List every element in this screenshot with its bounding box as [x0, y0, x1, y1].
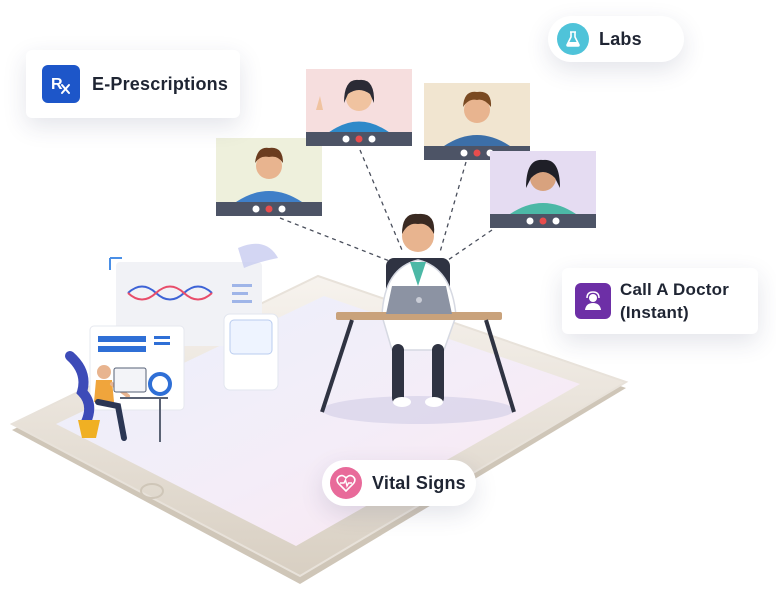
labs-card[interactable]: Labs [548, 16, 684, 62]
vital-signs-card[interactable]: Vital Signs [322, 460, 476, 506]
connection-lines [279, 149, 493, 263]
home-button [140, 483, 164, 499]
call-a-doctor-label: Call A Doctor (Instant) [620, 278, 729, 324]
tablet-screen [56, 296, 580, 546]
video-tile-4 [490, 151, 596, 228]
e-prescriptions-label: E-Prescriptions [92, 73, 229, 94]
heart-pulse-icon [330, 467, 362, 499]
call-a-doctor-card[interactable]: Call A Doctor (Instant) [562, 268, 758, 334]
rx-icon: R [42, 65, 80, 103]
doctor-figure [320, 213, 516, 424]
tablet-device [9, 274, 629, 584]
vital-signs-label: Vital Signs [372, 472, 466, 493]
doctor-headset-icon [575, 283, 611, 319]
video-tile-3 [424, 83, 530, 160]
video-tile-1 [216, 138, 322, 216]
flask-icon [557, 23, 589, 55]
svg-text:R: R [51, 76, 63, 93]
call-a-doctor-line2: (Instant) [620, 303, 689, 322]
call-a-doctor-line1: Call A Doctor [620, 280, 730, 299]
e-prescriptions-card[interactable]: R E-Prescriptions [26, 50, 240, 118]
labs-label: Labs [599, 28, 642, 49]
person-at-computer [65, 351, 168, 442]
video-tile-2 [306, 69, 412, 146]
